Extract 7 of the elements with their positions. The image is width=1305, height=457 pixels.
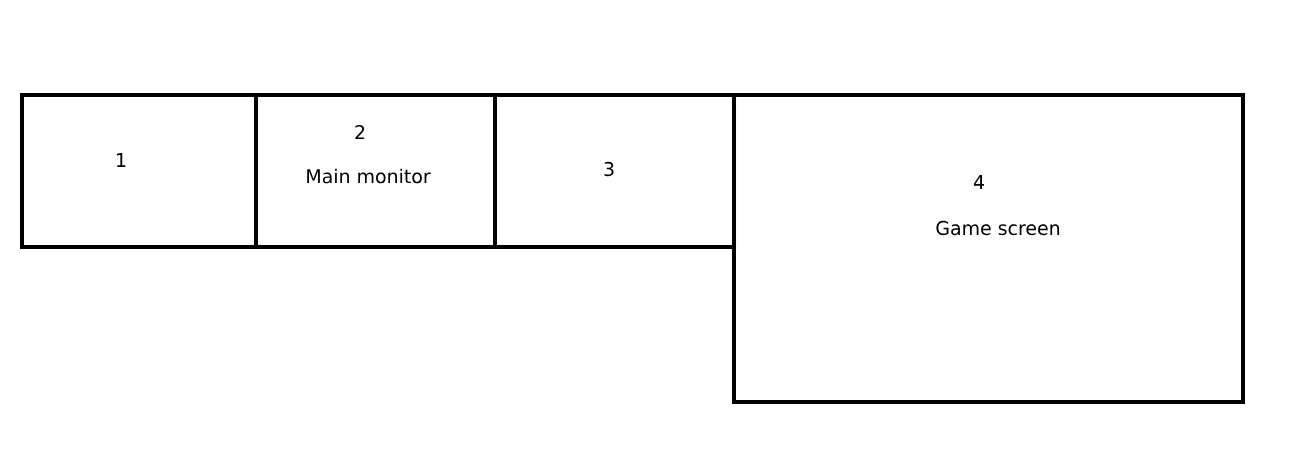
monitor-number: 4	[973, 175, 984, 189]
monitor-number: 2	[355, 125, 365, 140]
monitor-number: 3	[604, 161, 614, 177]
monitor-box	[732, 93, 1245, 404]
monitor-name: Main monitor	[307, 168, 431, 184]
monitor-number: 1	[117, 153, 126, 167]
monitor-name: Game screen	[936, 220, 1060, 236]
